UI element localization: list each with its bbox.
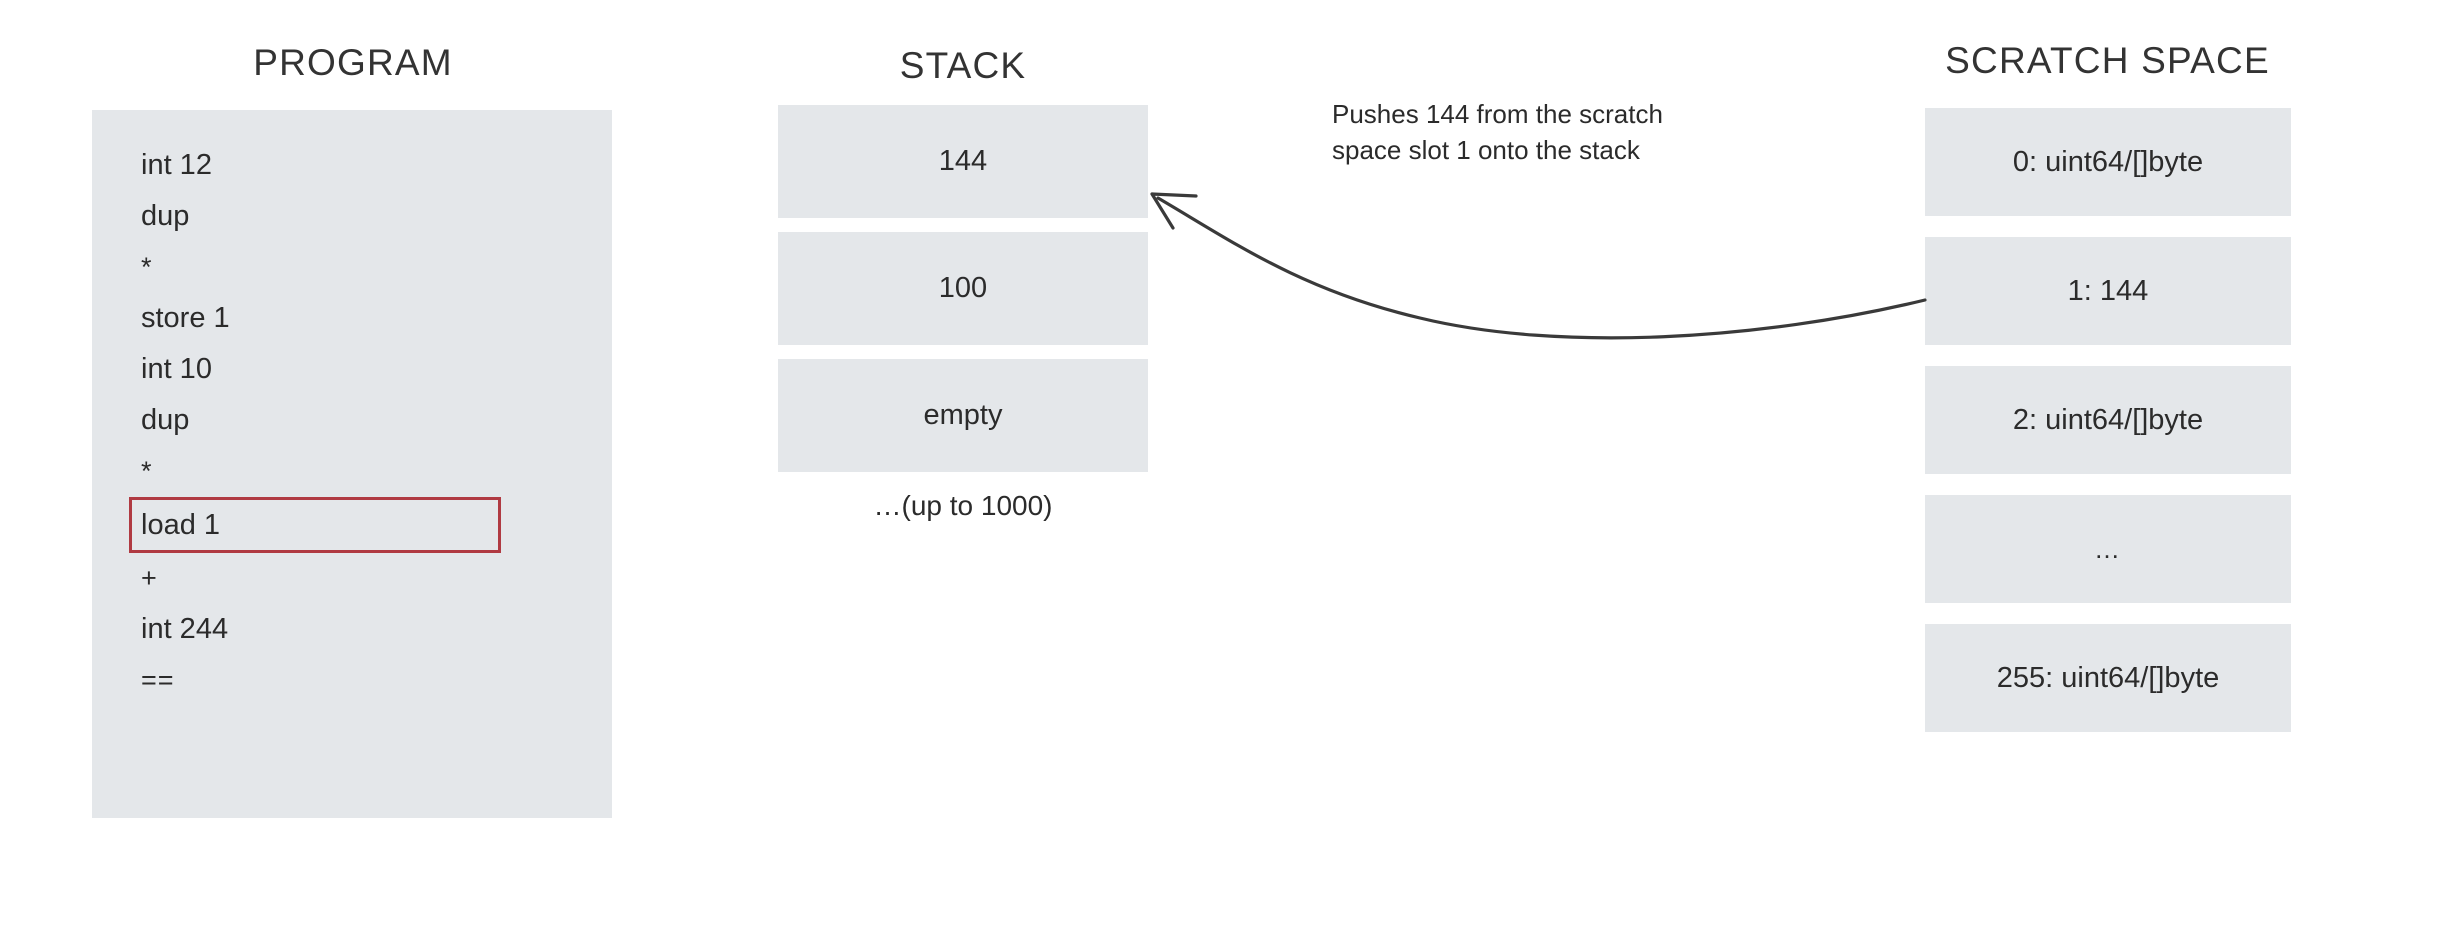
scratch-space-slot: 1: 144: [1925, 237, 2291, 345]
stack-slot: 144: [778, 105, 1148, 218]
program-instruction-row: *: [141, 456, 153, 486]
annotation-line-2: space slot 1 onto the stack: [1332, 135, 1640, 165]
scratch-space-slot: 255: uint64/[]byte: [1925, 624, 2291, 732]
scratch-space-slot: 0: uint64/[]byte: [1925, 108, 2291, 216]
scratch-space-slot: 2: uint64/[]byte: [1925, 366, 2291, 474]
arrow-head-icon: [1150, 192, 1198, 230]
stack-slot: empty: [778, 359, 1148, 472]
stack-slot: 100: [778, 232, 1148, 345]
program-instruction-row: dup: [141, 200, 190, 232]
program-instruction-row-highlighted: load 1: [129, 497, 501, 553]
program-instruction-row: *: [141, 252, 153, 282]
program-instruction-row: dup: [141, 404, 190, 436]
scratch-space-column-title: SCRATCH SPACE: [1945, 40, 2270, 81]
program-instruction-row: int 12: [141, 149, 212, 181]
program-panel: int 12 dup * store 1 int 10 dup * load 1…: [92, 110, 612, 818]
program-instruction-row: +: [141, 563, 158, 593]
stack-column-title: STACK: [899, 45, 1027, 86]
program-instruction-row: int 244: [141, 613, 229, 645]
stack-capacity-note: …(up to 1000): [873, 490, 1053, 521]
program-instruction-row: ==: [141, 665, 175, 695]
program-instruction-row: store 1: [141, 302, 230, 334]
scratch-to-stack-arrow-path: [1156, 196, 1927, 340]
annotation-line-1: Pushes 144 from the scratch: [1332, 99, 1663, 129]
scratch-space-slot-ellipsis: …: [1925, 495, 2291, 603]
program-instruction-row: int 10: [141, 353, 212, 385]
program-column-title: PROGRAM: [253, 42, 453, 83]
annotation-text: Pushes 144 from the scratch space slot 1…: [1332, 96, 1802, 168]
program-instruction-list: int 12 dup * store 1 int 10 dup * load 1…: [129, 140, 572, 706]
